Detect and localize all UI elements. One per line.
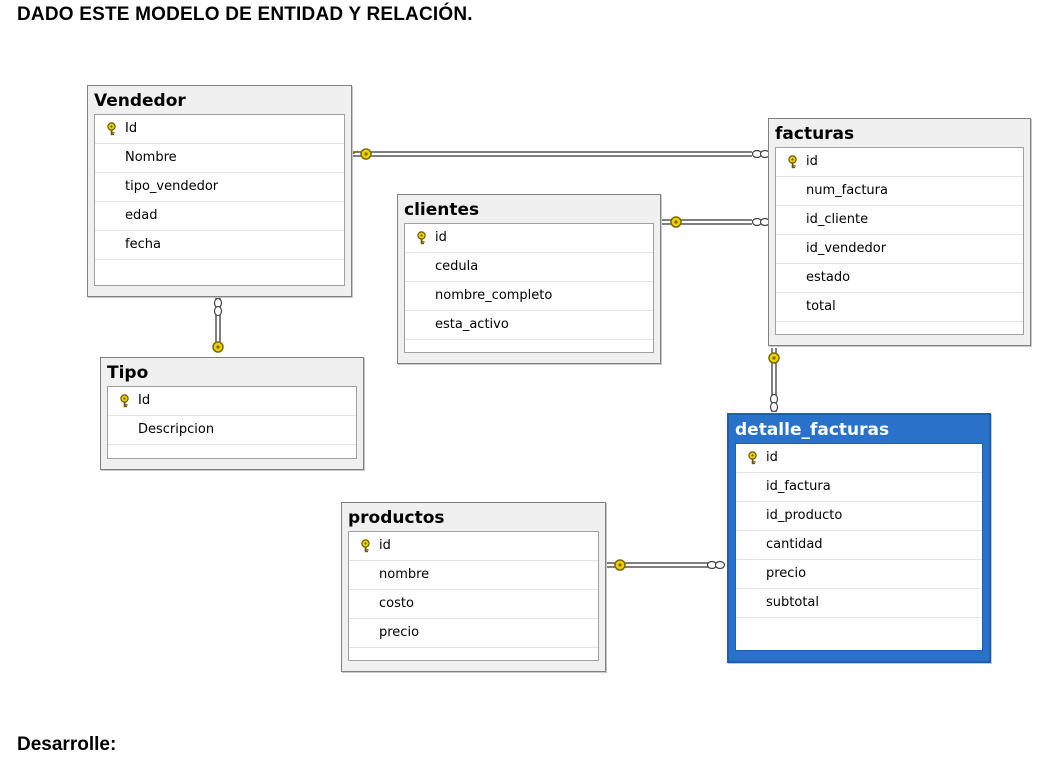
column-row[interactable]: tipo_vendedor xyxy=(95,173,344,202)
primary-key-icon xyxy=(410,224,432,252)
column-row[interactable]: id_cliente xyxy=(776,206,1023,235)
column-row[interactable]: Descripcion xyxy=(108,416,356,445)
primary-key-icon xyxy=(741,444,763,472)
column-row[interactable]: total xyxy=(776,293,1023,322)
column-name: tipo_vendedor xyxy=(125,179,219,194)
column-name: id_vendedor xyxy=(806,241,887,256)
primary-key-icon xyxy=(113,387,135,415)
column-name: subtotal xyxy=(766,595,819,610)
table-title: detalle_facturas xyxy=(735,420,890,440)
column-row[interactable]: precio xyxy=(349,619,598,648)
column-name: cantidad xyxy=(766,537,823,552)
table-title: clientes xyxy=(404,200,480,220)
column-name: precio xyxy=(766,566,807,581)
column-name: id_cliente xyxy=(806,212,869,227)
column-name: total xyxy=(806,299,836,314)
primary-key-row[interactable]: id xyxy=(349,532,598,561)
table-clientes[interactable]: clientes id cedula nombre_completo esta_act… xyxy=(397,194,661,364)
relation-productos-detalle[interactable] xyxy=(606,559,726,571)
column-row[interactable]: fecha xyxy=(95,231,344,260)
primary-key-row[interactable]: Id xyxy=(108,387,356,416)
primary-key-row[interactable]: id xyxy=(405,224,653,253)
column-name: id xyxy=(766,450,778,465)
column-row[interactable]: subtotal xyxy=(736,589,982,618)
column-name: nombre xyxy=(379,567,430,582)
column-name: id_factura xyxy=(766,479,831,494)
column-row[interactable]: id_factura xyxy=(736,473,982,502)
column-row[interactable]: costo xyxy=(349,590,598,619)
column-grid: id id_factura id_producto cantidad precio sub… xyxy=(735,443,983,651)
column-name: Descripcion xyxy=(138,422,215,437)
column-name: nombre_completo xyxy=(435,288,553,303)
column-row[interactable]: edad xyxy=(95,202,344,231)
column-name: estado xyxy=(806,270,851,285)
relation-tipo-vendedor[interactable] xyxy=(212,296,224,353)
footer-text: Desarrolle: xyxy=(17,734,117,755)
column-name: id xyxy=(435,230,447,245)
column-row[interactable]: precio xyxy=(736,560,982,589)
column-row[interactable]: id_producto xyxy=(736,502,982,531)
column-row[interactable]: Nombre xyxy=(95,144,344,173)
primary-key-row[interactable]: id xyxy=(736,444,982,473)
column-row[interactable]: num_factura xyxy=(776,177,1023,206)
column-name: esta_activo xyxy=(435,317,509,332)
primary-key-row[interactable]: id xyxy=(776,148,1023,177)
column-grid: id cedula nombre_completo esta_activo xyxy=(404,223,654,353)
column-name: costo xyxy=(379,596,414,611)
primary-key-icon xyxy=(781,148,803,176)
column-name: Nombre xyxy=(125,150,177,165)
table-productos[interactable]: productos id nombre costo precio xyxy=(341,502,606,672)
column-row[interactable]: cedula xyxy=(405,253,653,282)
column-name: fecha xyxy=(125,237,161,252)
column-row[interactable]: cantidad xyxy=(736,531,982,560)
table-title: Vendedor xyxy=(94,91,186,111)
column-row[interactable]: nombre xyxy=(349,561,598,590)
column-name: id xyxy=(379,538,391,553)
column-row[interactable]: esta_activo xyxy=(405,311,653,340)
table-title: productos xyxy=(348,508,445,528)
column-name: id_producto xyxy=(766,508,843,523)
table-title: facturas xyxy=(775,124,855,144)
column-name: cedula xyxy=(435,259,479,274)
page-heading: DADO ESTE MODELO DE ENTIDAD Y RELACIÓN. xyxy=(17,4,473,25)
relation-clientes-facturas[interactable] xyxy=(661,216,771,228)
table-detalle-facturas[interactable]: detalle_facturas id id_factura id_producto… xyxy=(727,413,991,663)
relation-facturas-detalle[interactable] xyxy=(768,348,780,413)
primary-key-row[interactable]: Id xyxy=(95,115,344,144)
column-row[interactable]: id_vendedor xyxy=(776,235,1023,264)
column-name: precio xyxy=(379,625,420,640)
column-name: Id xyxy=(125,121,138,136)
primary-key-icon xyxy=(354,532,376,560)
column-row[interactable]: nombre_completo xyxy=(405,282,653,311)
table-title: Tipo xyxy=(107,363,149,383)
table-facturas[interactable]: facturas id num_factura id_cliente id_vende… xyxy=(768,118,1031,346)
relation-vendedor-facturas[interactable] xyxy=(351,148,771,160)
column-name: id xyxy=(806,154,818,169)
column-name: Id xyxy=(138,393,151,408)
column-name: edad xyxy=(125,208,158,223)
primary-key-icon xyxy=(100,115,122,143)
column-grid: id nombre costo precio xyxy=(348,531,599,661)
column-name: num_factura xyxy=(806,183,888,198)
column-row[interactable]: estado xyxy=(776,264,1023,293)
